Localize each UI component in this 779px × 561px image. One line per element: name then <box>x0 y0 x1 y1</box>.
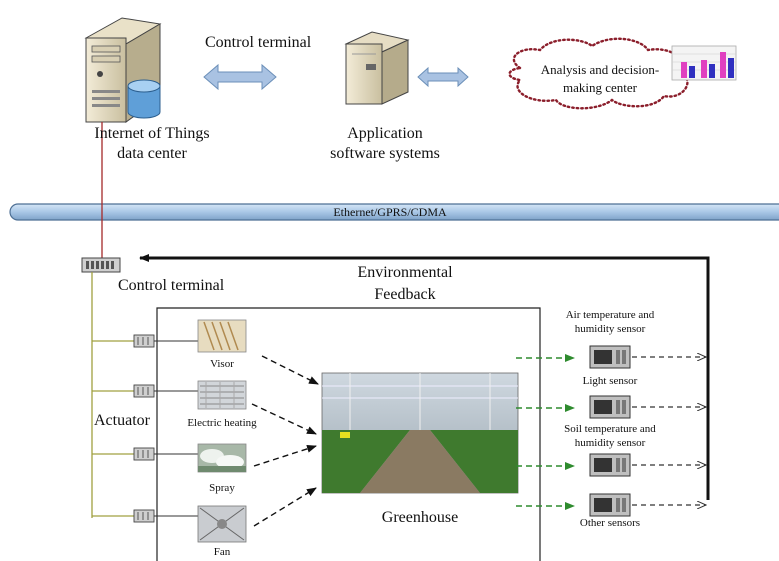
light-sensor-label: Light sensor <box>582 375 638 387</box>
database-icon <box>127 79 161 119</box>
sensor-feedback-arrows <box>632 357 706 505</box>
air-sensor-line2: humidity sensor <box>574 323 646 335</box>
air-sensor-icon <box>589 345 631 369</box>
heating-photo-icon <box>197 380 247 410</box>
air-sensor-label: Air temperature and humidity sensor <box>550 308 670 336</box>
actuator-heating-label: Electric heating <box>187 417 257 429</box>
air-sensor-line1: Air temperature and <box>565 309 655 321</box>
greenhouse-box <box>156 307 541 561</box>
actuator-arrows <box>251 355 319 527</box>
network-bus-label: Ethernet/GPRS/CDMA <box>333 205 447 219</box>
actuator-module-spray <box>133 447 155 461</box>
visor-photo-icon <box>197 319 247 353</box>
network-bus <box>9 203 779 221</box>
actuator-wiring <box>91 272 134 518</box>
soil-sensor-icon <box>589 453 631 477</box>
double-arrow-left <box>203 63 277 91</box>
feedback-line <box>139 254 710 500</box>
soil-sensor-line2: humidity sensor <box>574 437 646 449</box>
light-sensor-icon <box>589 395 631 419</box>
module-connectors <box>154 340 198 517</box>
app-label-line2: software systems <box>330 145 440 162</box>
spray-photo-icon <box>197 443 247 473</box>
analysis-line2: making center <box>563 80 637 95</box>
actuator-module-fan <box>133 509 155 523</box>
soil-sensor-label: Soil temperature and humidity sensor <box>550 422 670 450</box>
analysis-bar-chart-icon <box>671 45 737 81</box>
iot-data-center-label: Internet of Things data center <box>72 124 232 164</box>
application-server-icon <box>344 31 410 105</box>
analysis-center-label: Analysis and decision- making center <box>520 61 680 97</box>
actuator-fan-label: Fan <box>213 546 231 558</box>
application-software-label: Application software systems <box>300 124 470 164</box>
soil-sensor-line1: Soil temperature and <box>564 423 656 435</box>
feedback-line2: Feedback <box>374 286 436 303</box>
iot-label-line1: Internet of Things <box>94 125 210 142</box>
greenhouse-photo-icon <box>321 372 519 494</box>
actuator-spray-label: Spray <box>209 482 235 494</box>
actuator-label: Actuator <box>94 412 150 429</box>
double-arrow-right <box>417 66 469 88</box>
greenhouse-label: Greenhouse <box>381 509 459 526</box>
other-sensors-label: Other sensors <box>579 517 641 529</box>
other-sensor-icon <box>589 493 631 517</box>
iot-label-line2: data center <box>117 145 187 162</box>
actuator-module-heating <box>133 384 155 398</box>
analysis-cloud <box>508 37 689 110</box>
actuator-module-visor <box>133 334 155 348</box>
feedback-line1: Environmental <box>357 264 453 281</box>
app-label-line1: Application <box>347 125 423 142</box>
environmental-feedback-label: Environmental Feedback <box>340 262 470 306</box>
top-control-terminal-label: Control terminal <box>205 34 312 51</box>
analysis-line1: Analysis and decision- <box>540 62 660 77</box>
fan-photo-icon <box>197 505 247 543</box>
actuator-visor-label: Visor <box>210 358 234 370</box>
control-terminal-label: Control terminal <box>118 277 225 294</box>
control-terminal-device-icon <box>81 257 121 273</box>
